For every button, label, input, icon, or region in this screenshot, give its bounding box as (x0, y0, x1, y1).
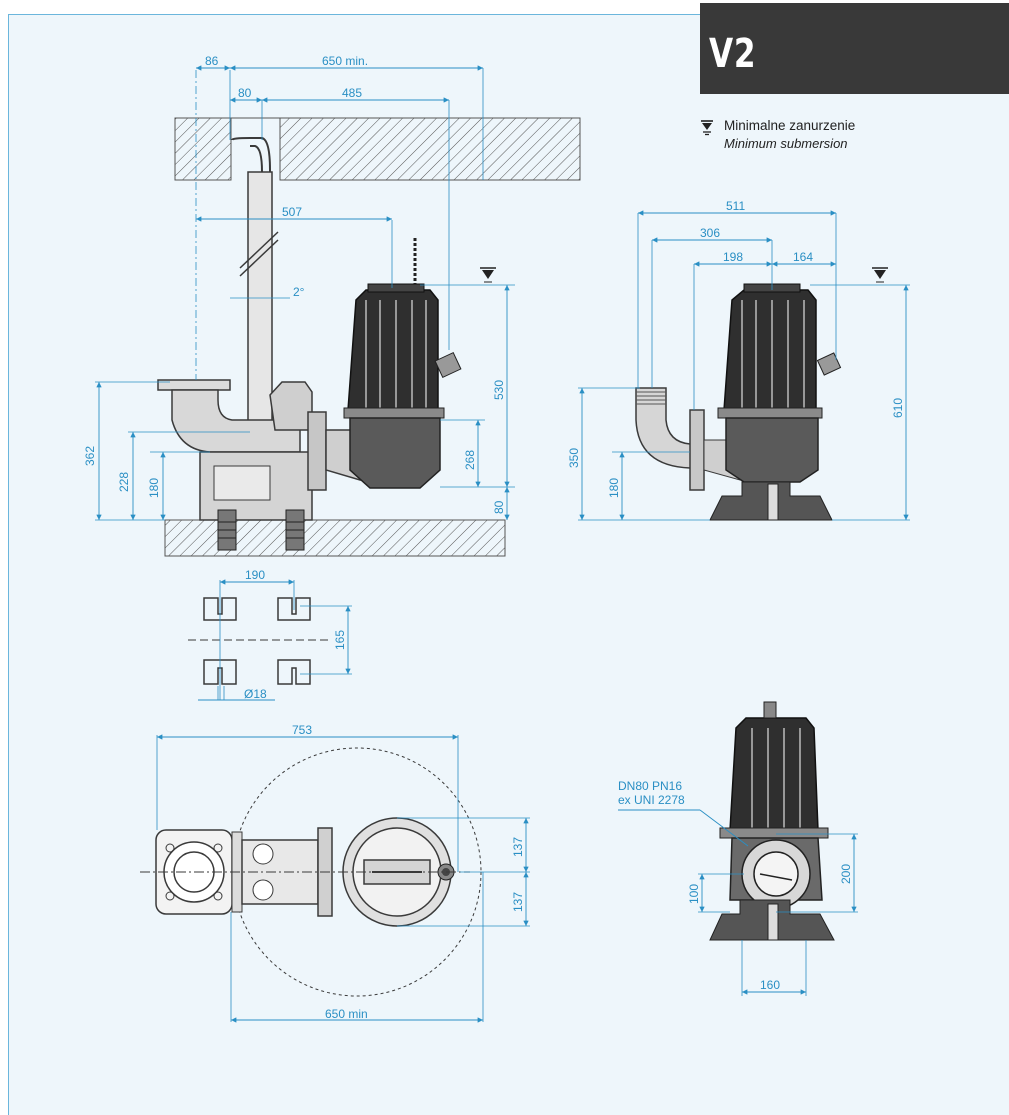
dim-485: 485 (342, 86, 362, 100)
front-view: 511 306 198 164 350 180 610 (567, 199, 910, 521)
ceiling-hatch-left (174, 117, 232, 181)
pump-side (343, 238, 462, 489)
legend-label-pl: Minimalne zanurzenie (724, 118, 856, 133)
dim-160: 160 (760, 978, 780, 992)
flange-view: DN80 PN16 ex UNI 2278 200 100 160 (618, 701, 858, 996)
dim-180-front: 180 (607, 478, 621, 498)
dim-530: 530 (492, 380, 506, 400)
dim-86: 86 (205, 54, 219, 68)
footprint-view: 190 165 Ø18 (188, 568, 352, 701)
submersion-mark-front (872, 267, 888, 283)
dim-137-lower: 137 (511, 892, 525, 912)
dim-180: 180 (147, 478, 161, 498)
dim-511: 511 (726, 199, 745, 213)
dim-100: 100 (687, 884, 701, 904)
dim-165: 165 (333, 630, 347, 650)
anchor-bolt-right (285, 509, 305, 551)
anchor-bolt-left (217, 509, 237, 551)
dim-350: 350 (567, 448, 581, 468)
dim-507: 507 (282, 205, 302, 219)
dim-362: 362 (83, 446, 97, 466)
dim-2-deg: 2° (293, 285, 305, 299)
dim-198: 198 (723, 250, 743, 264)
dim-306: 306 (700, 226, 720, 240)
guide-rail (247, 171, 273, 433)
header-box: V2 (700, 3, 1009, 94)
dim-268: 268 (463, 450, 477, 470)
dim-200: 200 (839, 864, 853, 884)
dim-753: 753 (292, 723, 312, 737)
dim-610: 610 (891, 398, 905, 418)
minimum-submersion-icon (701, 120, 713, 136)
legend-label-en: Minimum submersion (724, 136, 848, 151)
dim-80-bottom: 80 (492, 500, 506, 514)
floor-hatch (164, 519, 506, 557)
submersion-mark-side (480, 267, 496, 283)
dim-164: 164 (793, 250, 813, 264)
side-view: 86 650 min. 80 485 507 2° 530 268 80 (83, 54, 581, 557)
flange-label-dn80: DN80 PN16 (618, 779, 682, 793)
plan-view: 753 137 137 650 min (140, 723, 530, 1023)
dim-190: 190 (245, 568, 265, 582)
dim-137-upper: 137 (511, 837, 525, 857)
dim-650-min-plan: 650 min (325, 1007, 368, 1021)
pump-front (709, 283, 842, 521)
model-title: V2 (709, 31, 757, 77)
dim-650-min: 650 min. (322, 54, 368, 68)
dim-228: 228 (117, 472, 131, 492)
ceiling-hatch-right (279, 117, 581, 181)
page-frame (8, 14, 1009, 1115)
dim-80-top: 80 (238, 86, 252, 100)
dim-dia-18: Ø18 (244, 687, 267, 701)
flange-label-uni: ex UNI 2278 (618, 793, 685, 807)
